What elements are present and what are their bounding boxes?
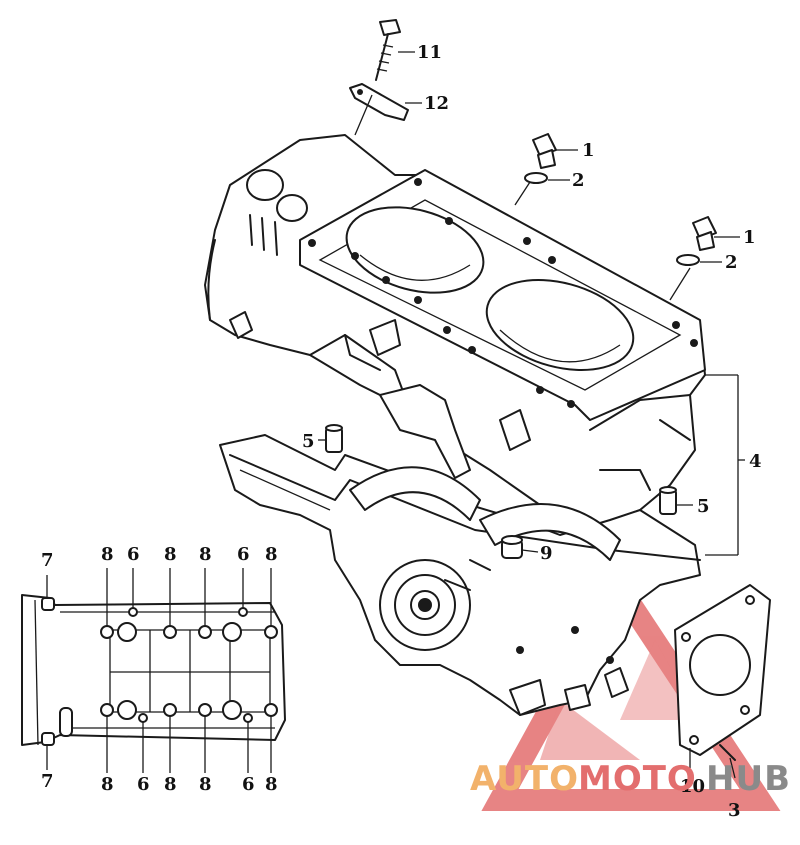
leader-lines: [318, 51, 745, 779]
callout-3: 3: [728, 800, 741, 821]
inset-bottom-8c: 8: [199, 774, 212, 795]
inset-top-8d: 8: [265, 544, 278, 565]
callout-2-upper: 2: [572, 170, 585, 191]
callout-12: 12: [424, 93, 449, 114]
callout-11: 11: [417, 42, 442, 63]
bolt-1-upper: [532, 133, 557, 169]
callout-1-upper: 1: [582, 140, 595, 161]
callout-9: 9: [540, 543, 553, 564]
inset-top-8b: 8: [164, 544, 177, 565]
inset-bottom-6a: 6: [137, 774, 150, 795]
bolt-11: [375, 19, 401, 81]
callout-2-lower: 2: [725, 252, 738, 273]
dowel-pin-left: [325, 424, 343, 453]
bolt-pattern-inset: 7 8 6 8 8 6 8 7 8 6 8 8 6 8: [21, 544, 286, 795]
watermark-auto: AUTO: [470, 759, 579, 799]
dowel-pin-right: [659, 486, 677, 515]
watermark-hub: HUB: [706, 759, 791, 799]
inset-top-7: 7: [41, 550, 54, 571]
inset-top-6a: 6: [127, 544, 140, 565]
callout-10: 10: [680, 776, 705, 797]
bolt-1-lower: [692, 216, 717, 251]
plug-9: [501, 535, 523, 559]
callout-5-left: 5: [302, 431, 315, 452]
inset-top-6b: 6: [237, 544, 250, 565]
inset-bottom-6b: 6: [242, 774, 255, 795]
washer-2-lower: [676, 254, 700, 266]
callout-4: 4: [749, 451, 762, 472]
inset-top-8c: 8: [199, 544, 212, 565]
watermark-moto: MOTO: [578, 759, 697, 799]
callout-1-lower: 1: [743, 227, 756, 248]
inset-bottom-8d: 8: [265, 774, 278, 795]
watermark-text: AUTO MOTO HUB: [470, 759, 791, 799]
inset-bottom-8b: 8: [164, 774, 177, 795]
inset-top-8a: 8: [101, 544, 114, 565]
gasket-plate: [604, 584, 771, 761]
plate-12: [349, 83, 409, 121]
inset-bottom-7: 7: [41, 771, 54, 792]
callout-5-right: 5: [697, 496, 710, 517]
washer-2-upper: [524, 172, 548, 184]
inset-bottom-8a: 8: [101, 774, 114, 795]
upper-crankcase: [204, 134, 706, 526]
lower-crankcase: [219, 424, 701, 716]
